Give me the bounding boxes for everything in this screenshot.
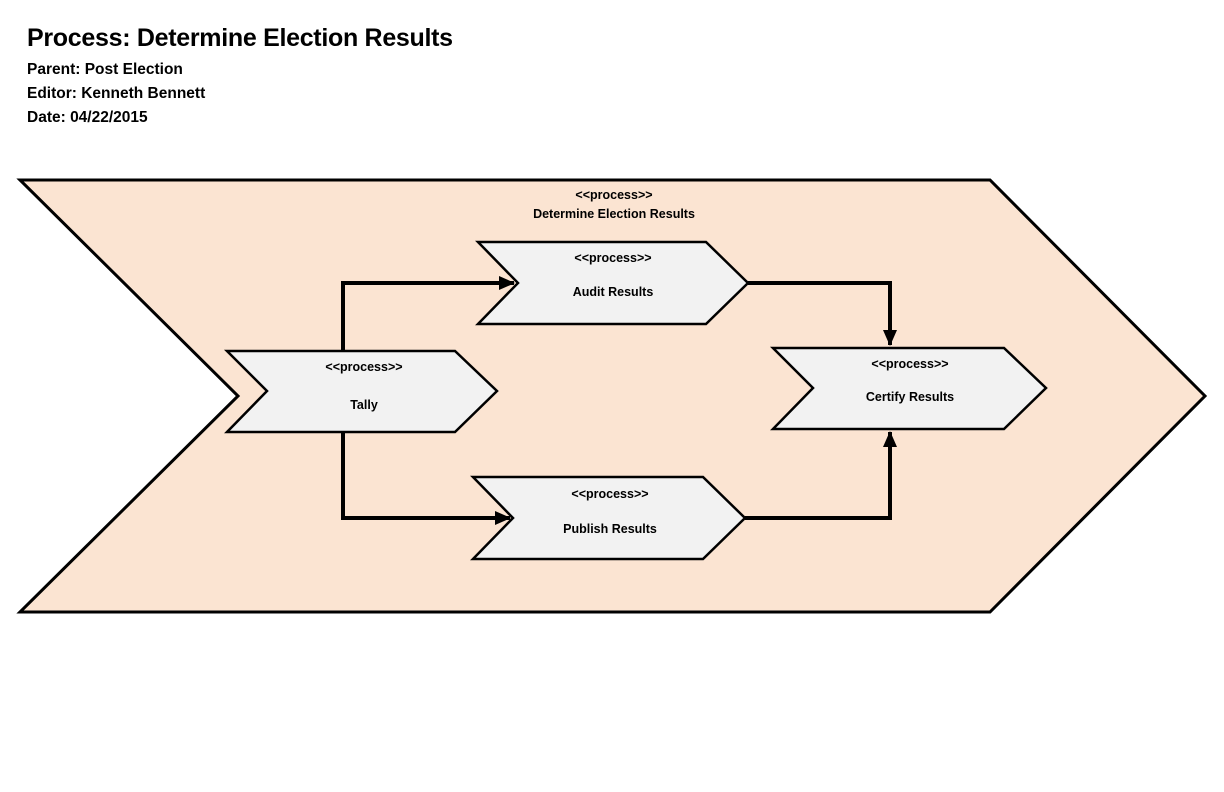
- connector-publish-to-certify: [745, 431, 897, 520]
- node-audit-results-group: <<process>> Audit Results: [475, 240, 750, 326]
- node-tally-chevron-shape[interactable]: [223, 349, 499, 434]
- node-certify-results-name-label: Certify Results: [866, 390, 954, 404]
- node-tally-group: <<process>> Tally: [223, 349, 499, 434]
- node-audit-results-stereotype-label: <<process>>: [574, 251, 651, 265]
- header-date: Date: 04/22/2015: [27, 109, 148, 126]
- container-chevron-shape[interactable]: [16, 178, 1208, 614]
- connectors: [341, 276, 897, 525]
- node-certify-results-stereotype-label: <<process>>: [871, 357, 948, 371]
- header-editor: Editor: Kenneth Bennett: [27, 85, 206, 102]
- node-tally-name-label: Tally: [350, 398, 378, 412]
- container-stereotype-label: <<process>>: [575, 188, 652, 202]
- node-audit-results-name-label: Audit Results: [573, 285, 654, 299]
- connector-tally-to-audit: [341, 276, 515, 351]
- node-publish-results-name-label: Publish Results: [563, 522, 657, 536]
- container-process-group: <<process>> Determine Election Results: [16, 178, 1208, 614]
- node-audit-results-chevron-shape[interactable]: [475, 240, 750, 326]
- page-title: Process: Determine Election Results: [27, 24, 453, 52]
- header: Process: Determine Election Results Pare…: [27, 24, 453, 130]
- connector-tally-to-publish: [341, 432, 511, 525]
- node-publish-results-chevron-shape[interactable]: [470, 475, 747, 561]
- node-certify-results-group: <<process>> Certify Results: [769, 346, 1048, 431]
- node-publish-results-group: <<process>> Publish Results: [470, 475, 747, 561]
- node-publish-results-stereotype-label: <<process>>: [571, 487, 648, 501]
- container-name-label: Determine Election Results: [533, 207, 695, 221]
- node-tally-stereotype-label: <<process>>: [325, 360, 402, 374]
- header-parent: Parent: Post Election: [27, 61, 183, 78]
- node-certify-results-chevron-shape[interactable]: [769, 346, 1048, 431]
- connector-audit-to-certify: [748, 281, 897, 346]
